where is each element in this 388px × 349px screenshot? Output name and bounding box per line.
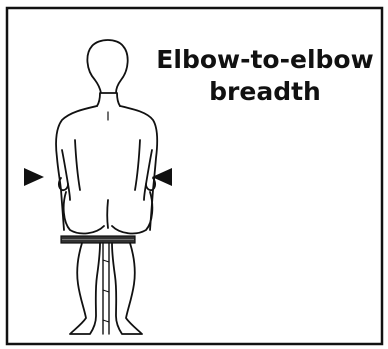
neck-outline <box>97 93 120 106</box>
back-outline <box>75 140 140 190</box>
right-leg <box>112 243 142 334</box>
head-outline <box>87 40 127 93</box>
post-crossbars <box>103 260 109 322</box>
triangle-right-icon <box>24 168 44 186</box>
buttock-split <box>107 200 108 228</box>
seated-person-outline <box>56 40 157 233</box>
legs-outline <box>70 243 142 334</box>
left-leg <box>70 243 100 334</box>
title-line-2: breadth <box>150 76 380 108</box>
figure-title: Elbow-to-elbow breadth <box>150 44 380 108</box>
title-line-1: Elbow-to-elbow <box>150 44 380 76</box>
